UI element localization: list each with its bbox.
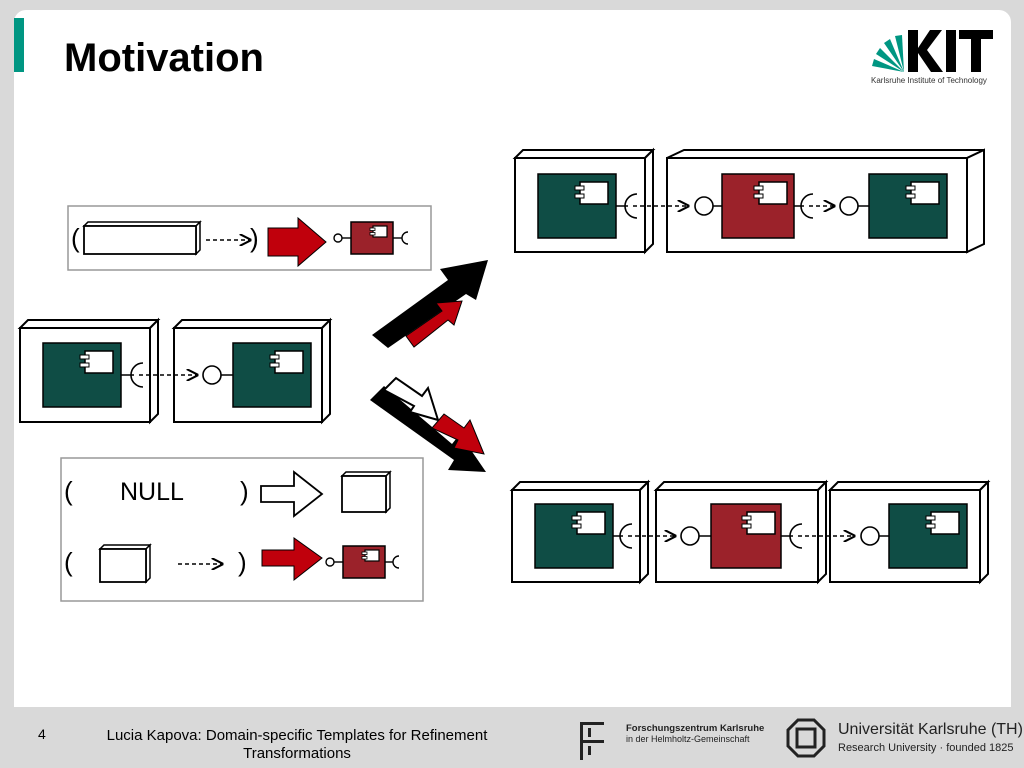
title-accent-bar: [14, 18, 24, 72]
template-node-shape: [82, 220, 202, 256]
node-box: [171, 317, 333, 425]
node-box: [512, 147, 656, 255]
red-arrow-down-icon: [431, 413, 485, 455]
kit-logo-icon: [872, 30, 993, 72]
red-arrow-up-icon: [405, 300, 463, 348]
white-arrow-down-icon: [382, 376, 440, 422]
paren-open: (: [71, 223, 80, 253]
red-arrow-icon: [261, 537, 323, 582]
result-deployment-top: [512, 147, 985, 255]
paren-close: ): [238, 547, 247, 577]
kit-subtitle: Karlsruhe Institute of Technology: [871, 76, 987, 85]
white-arrow-icon: [260, 470, 324, 518]
null-label: NULL: [120, 478, 184, 506]
fzk-logo-text: Forschungszentrum Karlsruhe in der Helmh…: [626, 723, 764, 745]
uka-title: Universität Karlsruhe (TH): [838, 721, 1023, 738]
black-arrow-down-icon: [370, 386, 486, 472]
fzk-logo-icon: [580, 722, 604, 760]
result-deployment-bottom: [509, 479, 991, 585]
slide-title: Motivation: [64, 36, 264, 80]
fzk-line2: in der Helmholtz-Gemeinschaft: [626, 734, 750, 744]
template-box-top: [67, 205, 432, 271]
empty-node-icon: [340, 470, 392, 514]
red-component-icon: [333, 221, 409, 255]
template-box-bottom: [60, 457, 424, 602]
node-box: [17, 317, 161, 425]
uka-subtitle: Research University · founded 1825: [838, 742, 1014, 754]
node-box: [509, 479, 651, 585]
paren-open: (: [64, 476, 73, 506]
footer-citation: Lucia Kapova: Domain-specific Templates …: [106, 727, 488, 762]
uka-logo-icon: [786, 718, 826, 758]
paren-close: ): [240, 476, 249, 506]
black-arrow-up-icon: [372, 260, 488, 348]
paren-open: (: [64, 547, 73, 577]
small-node-icon: [98, 543, 152, 584]
transformation-arrows: [370, 260, 488, 472]
node-box: [666, 148, 985, 254]
original-deployment: [17, 317, 333, 425]
fzk-line1: Forschungszentrum Karlsruhe: [626, 723, 765, 734]
red-component-icon: [325, 545, 400, 579]
page-number: 4: [38, 726, 46, 742]
paren-close: ): [250, 223, 259, 253]
node-box: [827, 479, 991, 585]
red-arrow-icon: [267, 216, 327, 268]
